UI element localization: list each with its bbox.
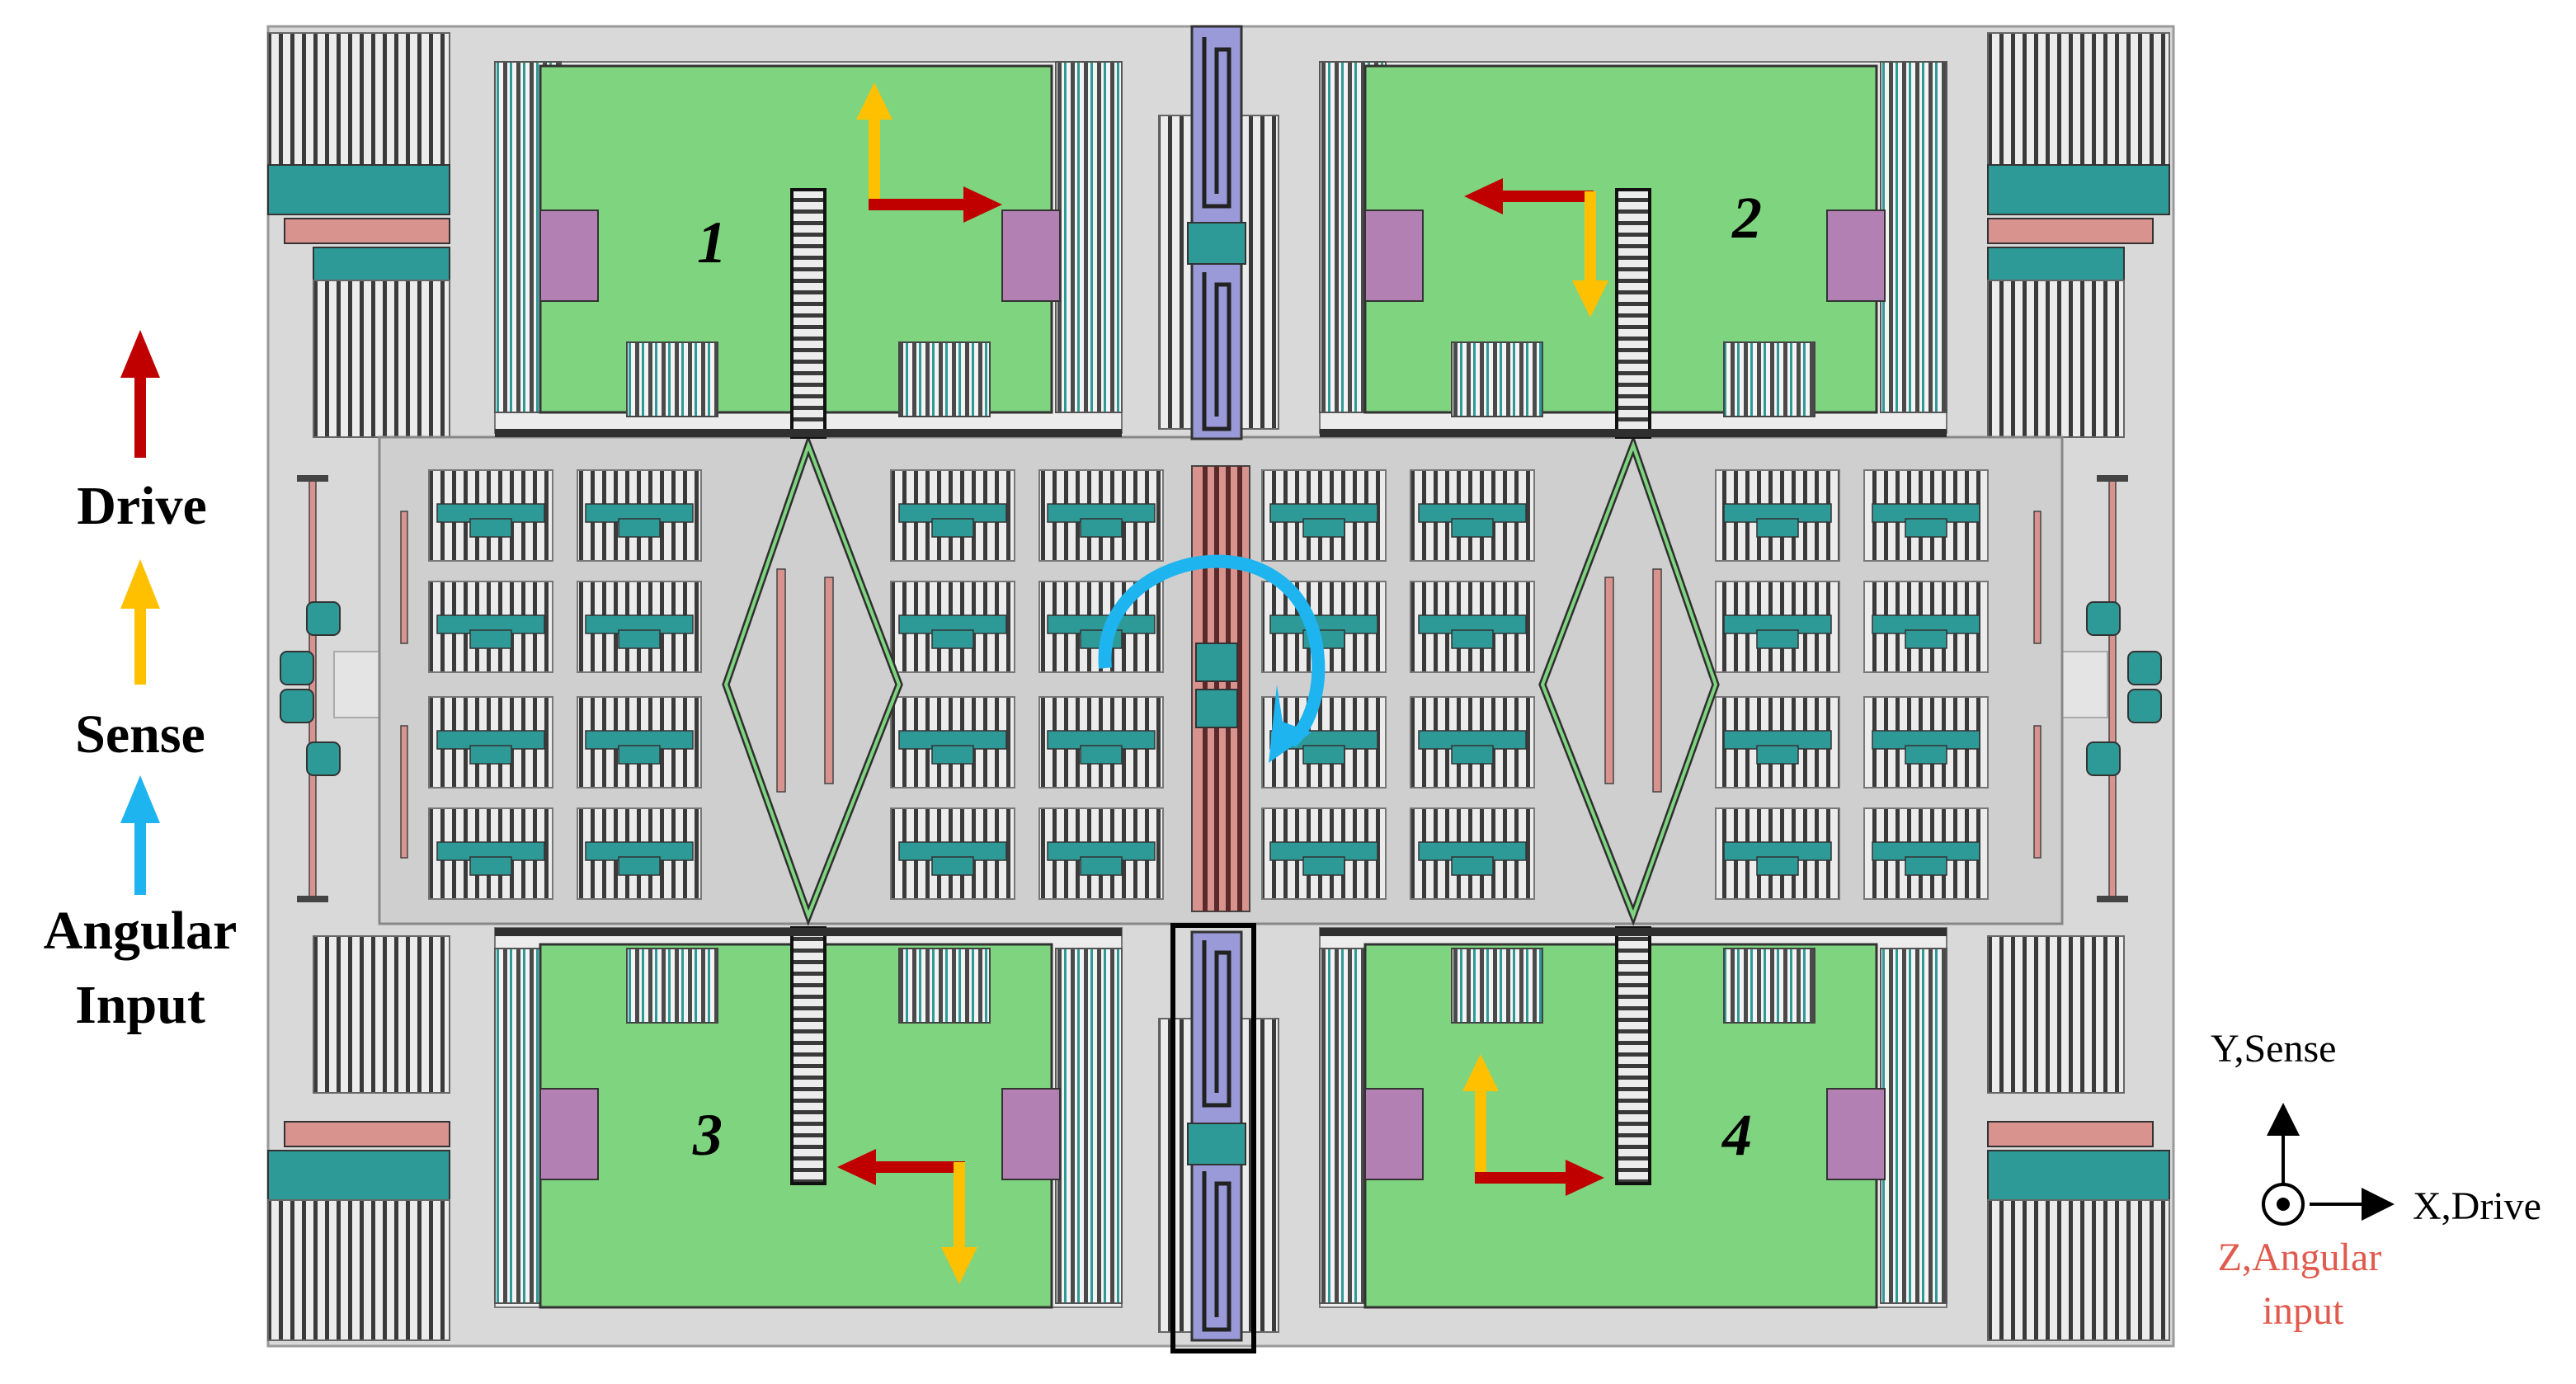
sense-comb-block: [1261, 807, 1387, 900]
sense-comb-block: [1863, 807, 1989, 900]
mass-label-1: 1: [697, 209, 727, 275]
legend: Drive Sense Angular Input: [44, 330, 238, 1035]
sense-comb-block: [577, 807, 702, 900]
sense-comb-block: [1863, 581, 1989, 673]
mass-label-2: 2: [1731, 185, 1762, 251]
drive-arrow-mass-1: [869, 186, 1002, 223]
sense-comb-block: [1410, 581, 1535, 673]
legend-angular-arrow: [120, 775, 160, 895]
sense-comb-block: [1410, 469, 1535, 562]
sense-comb-block: [890, 469, 1015, 562]
sense-comb-block: [1261, 469, 1387, 562]
mass-label-3: 3: [692, 1102, 723, 1168]
corner-anchor-top-right: [1987, 32, 2170, 438]
sense-comb-block: [428, 469, 553, 562]
corner-anchor-bottom-left: [267, 935, 450, 1341]
diamond-flexure-left: [400, 434, 903, 926]
mass-3-arrows: [837, 1149, 977, 1284]
sense-comb-block: [1863, 696, 1989, 789]
sense-comb-block: [577, 469, 702, 562]
sense-comb-block: [428, 696, 553, 789]
mass-4-arrows: [1462, 1054, 1604, 1196]
sense-comb-block: [1715, 696, 1840, 789]
sense-comb-block: [1410, 696, 1535, 789]
sense-arrow-mass-4: [1462, 1054, 1499, 1179]
sense-comb-block: [428, 807, 553, 900]
sense-comb-block: [890, 807, 1015, 900]
proof-mass-4: [1319, 926, 1947, 1309]
sense-comb-block: [1715, 469, 1840, 562]
axis-y-label: Y,Sense: [2211, 1027, 2336, 1071]
legend-sense-arrow: [120, 559, 160, 685]
legend-drive-label: Drive: [77, 476, 207, 536]
mass-1-arrows: [856, 82, 1002, 223]
sense-arrow-mass-3: [941, 1162, 977, 1284]
sense-comb-block: [577, 581, 702, 673]
sense-comb-block: [1038, 807, 1164, 900]
sense-comb-block: [1863, 469, 1989, 562]
top-center-coupler: [1158, 25, 1279, 440]
proof-mass-2: [1319, 61, 1947, 439]
diamond-flexure-right: [1538, 434, 2041, 926]
sense-comb-block: [1038, 696, 1164, 789]
legend-drive-arrow: [120, 330, 160, 458]
highlight-box: [1170, 923, 1256, 1353]
sense-comb-block: [1715, 581, 1840, 673]
mass-label-4: 4: [1721, 1102, 1752, 1168]
legend-sense-label: Sense: [75, 704, 205, 765]
mass-2-arrows: [1464, 178, 1608, 318]
axis-z-label-line2: input: [2263, 1289, 2344, 1333]
angular-rotation-arrow: [1098, 554, 1326, 763]
sense-comb-block: [428, 581, 553, 673]
drive-arrow-mass-2: [1464, 178, 1594, 214]
drive-arrow-mass-3: [837, 1149, 965, 1185]
sense-arrow-mass-2: [1572, 191, 1608, 318]
drive-arrow-mass-4: [1475, 1160, 1604, 1196]
sense-comb-block: [577, 696, 702, 789]
corner-anchor-top-left: [267, 32, 450, 438]
proof-mass-3: [494, 926, 1123, 1309]
legend-angular-label-line2: Input: [75, 975, 205, 1035]
sense-arrow-mass-1: [856, 82, 892, 206]
sense-comb-block: [1715, 807, 1840, 900]
corner-anchor-bottom-right: [1987, 935, 2170, 1341]
sense-comb-block: [890, 581, 1015, 673]
proof-mass-1: [494, 61, 1123, 439]
legend-angular-label-line1: Angular: [44, 901, 238, 961]
axis-x-label: X,Drive: [2413, 1184, 2541, 1228]
coordinate-axes: Y,Sense X,Drive Z,Angular input: [2211, 1027, 2541, 1333]
sense-comb-block: [1038, 469, 1164, 562]
sense-comb-block: [890, 696, 1015, 789]
sense-comb-block: [1410, 807, 1535, 900]
central-coupling-spring: [1191, 465, 1250, 912]
axis-z-label-line1: Z,Angular: [2218, 1236, 2382, 1279]
bottom-center-coupler: [1158, 923, 1279, 1353]
